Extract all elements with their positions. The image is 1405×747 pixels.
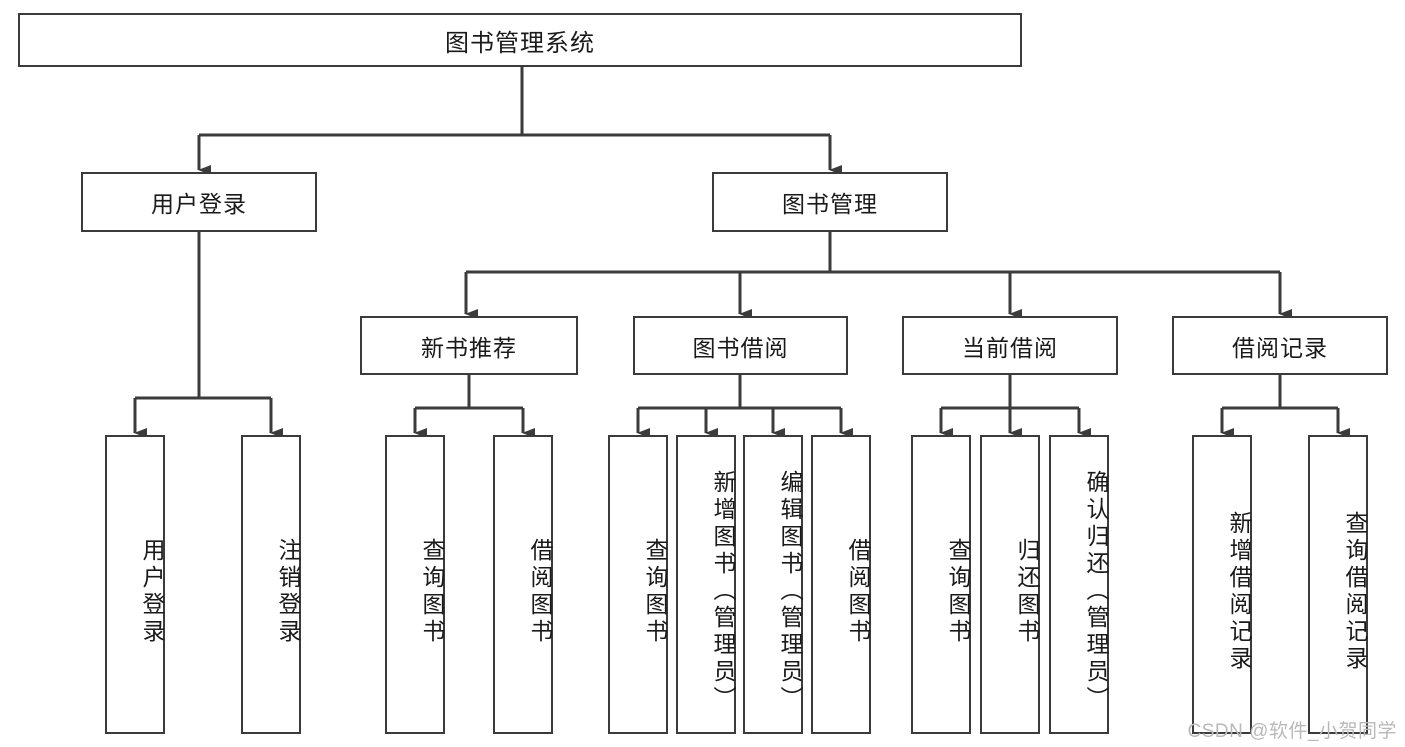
leaf-current-query-book-label: 查询图书: [945, 537, 971, 646]
leaf-borrow-query-book-label: 查询图书: [642, 537, 668, 646]
leaf-user-login-label: 用户登录: [139, 537, 165, 646]
leaf-recommend-query-book[interactable]: 查询图书: [385, 435, 445, 734]
leaf-recommend-borrow-book-label: 借阅图书: [527, 537, 553, 646]
watermark: CSDN @软件_小贺同学: [1187, 721, 1397, 742]
leaf-current-query-book[interactable]: 查询图书: [911, 435, 971, 734]
node-borrow-records-label: 借阅记录: [1232, 334, 1328, 361]
leaf-borrow-edit-book-label: 编辑图书（管理员）: [777, 470, 803, 713]
node-borrow-records[interactable]: 借阅记录: [1172, 316, 1388, 375]
leaf-borrow-add-book[interactable]: 新增图书（管理员）: [676, 435, 736, 734]
leaf-add-borrow-record-label: 新增借阅记录: [1226, 510, 1252, 673]
leaf-user-login[interactable]: 用户登录: [105, 435, 165, 734]
leaf-borrow-query-book[interactable]: 查询图书: [608, 435, 668, 734]
node-new-book-recommend-label: 新书推荐: [421, 334, 517, 361]
node-book-management[interactable]: 图书管理: [712, 172, 948, 232]
leaf-query-borrow-record-label: 查询借阅记录: [1342, 510, 1368, 673]
node-root-label: 图书管理系统: [445, 29, 595, 57]
node-book-borrow-label: 图书借阅: [692, 334, 789, 361]
node-book-management-label: 图书管理: [782, 191, 878, 217]
leaf-borrow-borrow-book-label: 借阅图书: [845, 537, 871, 646]
node-root[interactable]: 图书管理系统: [18, 13, 1022, 67]
leaf-borrow-borrow-book[interactable]: 借阅图书: [811, 435, 871, 734]
leaf-borrow-add-book-label: 新增图书（管理员）: [710, 470, 736, 713]
node-user-login-label: 用户登录: [151, 191, 247, 217]
leaf-logout-label: 注销登录: [275, 537, 301, 646]
leaf-recommend-query-book-label: 查询图书: [419, 537, 445, 646]
node-new-book-recommend[interactable]: 新书推荐: [360, 316, 578, 375]
leaf-current-return-book[interactable]: 归还图书: [980, 435, 1040, 734]
leaf-current-confirm-return-label: 确认归还（管理员）: [1083, 470, 1109, 713]
leaf-query-borrow-record[interactable]: 查询借阅记录: [1308, 435, 1368, 734]
node-user-login[interactable]: 用户登录: [81, 172, 317, 232]
leaf-current-confirm-return[interactable]: 确认归还（管理员）: [1049, 435, 1109, 734]
node-current-borrow-label: 当前借阅: [962, 334, 1058, 361]
leaf-current-return-book-label: 归还图书: [1014, 537, 1040, 646]
leaf-borrow-edit-book[interactable]: 编辑图书（管理员）: [743, 435, 803, 734]
leaf-add-borrow-record[interactable]: 新增借阅记录: [1192, 435, 1252, 734]
leaf-logout[interactable]: 注销登录: [241, 435, 301, 734]
node-book-borrow[interactable]: 图书借阅: [633, 316, 848, 375]
node-current-borrow[interactable]: 当前借阅: [902, 316, 1118, 375]
leaf-recommend-borrow-book[interactable]: 借阅图书: [493, 435, 553, 734]
